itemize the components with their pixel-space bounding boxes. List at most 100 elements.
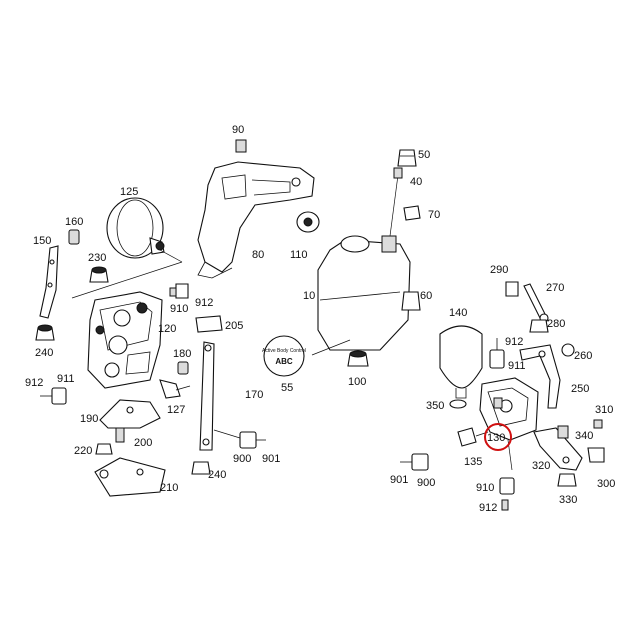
damper-900b	[400, 453, 429, 471]
dipstick-40	[389, 167, 403, 237]
sleeve-160	[68, 229, 80, 245]
callout-50[interactable]: 50	[418, 149, 430, 161]
callout-40[interactable]: 40	[410, 176, 422, 188]
clip-910a	[169, 283, 189, 299]
bracket-260	[519, 343, 575, 409]
clip-290	[505, 281, 519, 297]
callout-912d[interactable]: 912	[479, 502, 497, 514]
callout-912b[interactable]: 912	[505, 336, 523, 348]
callout-310[interactable]: 310	[595, 404, 613, 416]
callout-900a[interactable]: 900	[233, 453, 251, 465]
clip-70	[403, 205, 421, 221]
cap-50	[397, 149, 417, 167]
grommet-330	[557, 473, 577, 487]
callout-270[interactable]: 270	[546, 282, 564, 294]
callout-190[interactable]: 190	[80, 413, 98, 425]
bracket-150	[39, 245, 59, 319]
callout-290[interactable]: 290	[490, 264, 508, 276]
callout-300[interactable]: 300	[597, 478, 615, 490]
callout-200[interactable]: 200	[134, 437, 152, 449]
callout-60[interactable]: 60	[420, 290, 432, 302]
callout-350[interactable]: 350	[426, 400, 444, 412]
grommet-100	[347, 350, 369, 367]
sensor-135	[457, 427, 489, 447]
callout-170[interactable]: 170	[245, 389, 263, 401]
callout-330[interactable]: 330	[559, 494, 577, 506]
reservoir-10	[311, 235, 411, 356]
clip-300	[587, 447, 605, 463]
clip-340	[557, 425, 569, 439]
callout-127[interactable]: 127	[167, 404, 185, 416]
sleeve-180	[177, 361, 189, 375]
callout-205[interactable]: 205	[225, 320, 243, 332]
callout-150[interactable]: 150	[33, 235, 51, 247]
callout-240a[interactable]: 240	[35, 347, 53, 359]
callout-135[interactable]: 135	[464, 456, 482, 468]
callout-55[interactable]: 55	[281, 382, 293, 394]
callout-labels: 90 50 40 125 70 160 150 230 80 110 10 60…	[25, 124, 615, 514]
damper-900a	[239, 431, 266, 449]
callout-70[interactable]: 70	[428, 209, 440, 221]
callout-125[interactable]: 125	[120, 186, 138, 198]
washer-110	[296, 211, 320, 233]
callout-80[interactable]: 80	[252, 249, 264, 261]
callout-250[interactable]: 250	[571, 383, 589, 395]
damper-911b	[489, 338, 505, 369]
bracket-210	[94, 457, 166, 497]
callout-910a[interactable]: 910	[170, 303, 188, 315]
callout-210[interactable]: 210	[160, 482, 178, 494]
callout-130[interactable]: 130	[487, 432, 505, 444]
callout-910b[interactable]: 910	[476, 482, 494, 494]
callout-911b[interactable]: 911	[508, 360, 526, 372]
decal-55: Active Body Control ABC	[262, 335, 306, 377]
callout-912c[interactable]: 912	[25, 377, 43, 389]
bracket-190	[99, 399, 161, 429]
grommet-230	[89, 266, 109, 283]
accumulator-140	[439, 325, 483, 399]
clip-205	[195, 315, 223, 333]
callout-220[interactable]: 220	[74, 445, 92, 457]
washer-350	[449, 399, 467, 409]
washer-310	[593, 419, 603, 429]
bracket-80	[197, 139, 315, 279]
grommet-240b	[191, 461, 211, 475]
damper-911a	[40, 387, 67, 405]
callout-260[interactable]: 260	[574, 350, 592, 362]
callout-320[interactable]: 320	[532, 460, 550, 472]
callout-90[interactable]: 90	[232, 124, 244, 136]
callout-911a[interactable]: 911	[57, 373, 75, 385]
sensor-127	[159, 379, 191, 399]
callout-901b[interactable]: 901	[390, 474, 408, 486]
callout-280[interactable]: 280	[547, 318, 565, 330]
callout-100[interactable]: 100	[348, 376, 366, 388]
highlight-circle-130	[484, 423, 512, 451]
callout-912a[interactable]: 912	[195, 297, 213, 309]
callout-340[interactable]: 340	[575, 430, 593, 442]
callout-240b[interactable]: 240	[208, 469, 226, 481]
valve-block-250	[479, 377, 539, 471]
rod-170	[199, 341, 241, 451]
callout-230[interactable]: 230	[88, 252, 106, 264]
callout-900b[interactable]: 900	[417, 477, 435, 489]
rod-270	[523, 283, 549, 323]
screw-912d	[501, 499, 509, 511]
callout-180[interactable]: 180	[173, 348, 191, 360]
callout-160[interactable]: 160	[65, 216, 83, 228]
pump-120	[71, 261, 183, 389]
clip-910b	[499, 477, 515, 495]
grommet-240a	[35, 324, 55, 341]
screw-200	[115, 427, 125, 443]
decal-line2: ABC	[275, 357, 293, 366]
callout-110[interactable]: 110	[290, 249, 308, 261]
grommet-220	[95, 443, 113, 455]
grommet-280	[529, 319, 549, 333]
accumulator-125	[106, 197, 183, 263]
decal-line1: Active Body Control	[262, 348, 306, 354]
callout-10[interactable]: 10	[303, 290, 315, 302]
callout-120[interactable]: 120	[158, 323, 176, 335]
callout-140[interactable]: 140	[449, 307, 467, 319]
link-320	[533, 427, 583, 471]
callout-901a[interactable]: 901	[262, 453, 280, 465]
grommet-60	[401, 291, 421, 311]
